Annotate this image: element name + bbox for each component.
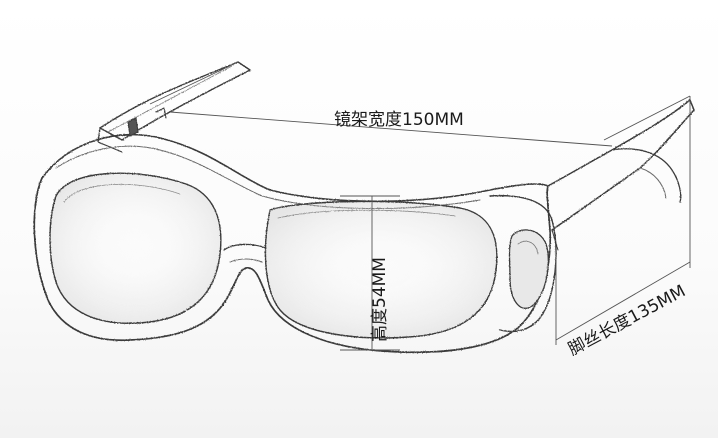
nose-bridge xyxy=(223,243,267,251)
frame-top-brow xyxy=(41,133,549,202)
temple-dimension-line xyxy=(555,261,691,341)
left-temple-arm xyxy=(99,61,251,141)
width-dimension-line xyxy=(169,111,613,147)
lens-height-label: 高度54MM xyxy=(370,257,390,342)
vent-slot xyxy=(508,229,549,309)
frame-width-label: 镜架宽度150MM xyxy=(334,110,464,130)
left-lens xyxy=(49,172,222,324)
side-shield xyxy=(489,194,557,333)
right-temple-arm xyxy=(547,99,695,231)
frame-outline xyxy=(33,177,552,354)
right-lens xyxy=(264,200,498,339)
